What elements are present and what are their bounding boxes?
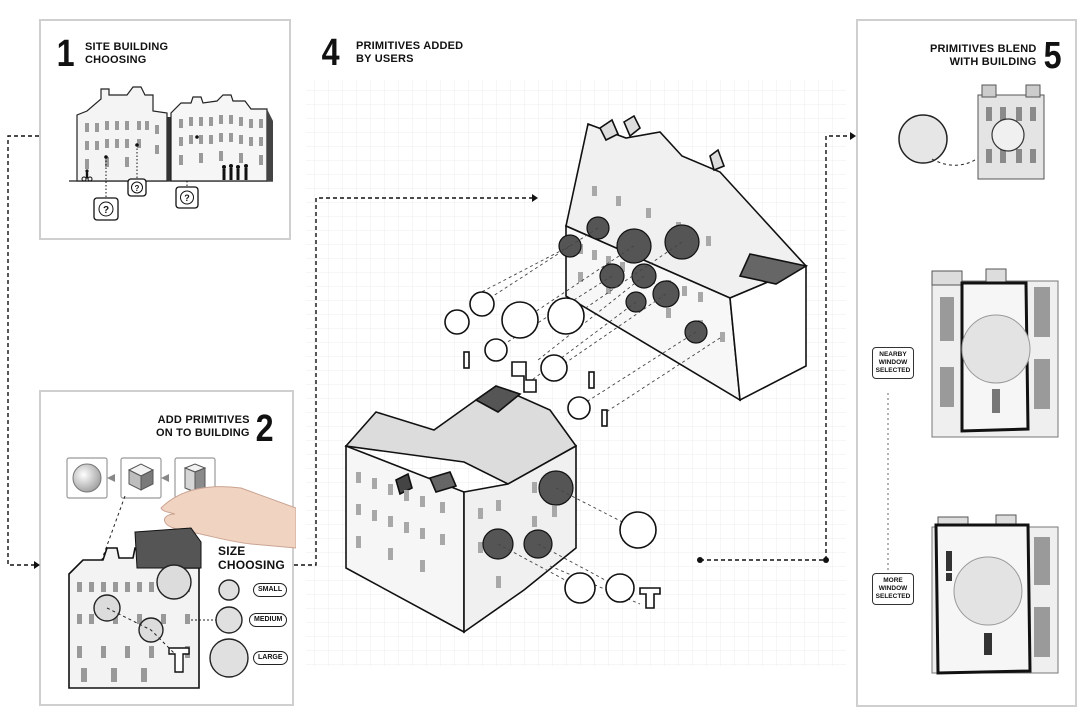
- note-more-line1: MORE: [883, 577, 903, 584]
- step-5-title-line2: WITH BUILDING: [949, 56, 1037, 68]
- blended-sphere-2: [953, 556, 1023, 626]
- step-1-title: SITE BUILDING CHOOSING: [85, 41, 168, 67]
- step-5-title: PRIMITIVES BLEND WITH BUILDING: [930, 43, 1037, 69]
- question-mark-2: ?: [135, 184, 140, 193]
- question-mark-1: ?: [103, 205, 109, 216]
- primitive-selection-illustration: [66, 457, 296, 689]
- note-nearby-line3: SELECTED: [875, 367, 911, 374]
- step-2-title-line2: ON TO BUILDING: [156, 427, 250, 439]
- size-medium-circle: [215, 606, 243, 634]
- sphere-primitive: [72, 463, 102, 493]
- step-4-title: PRIMITIVES ADDED BY USERS: [356, 40, 463, 66]
- primitives-added-illustration: [306, 80, 846, 666]
- step-4-title-line2: BY USERS: [356, 53, 414, 65]
- street-facade-illustration: ? ? ?: [69, 86, 273, 221]
- step-2-title-line1: ADD PRIMITIVES: [157, 414, 250, 426]
- note-more-line2: WINDOW: [878, 585, 908, 592]
- note-more-window-selected: MORE WINDOW SELECTED: [872, 573, 914, 605]
- size-choosing-line2: CHOOSING: [218, 558, 285, 572]
- note-nearby-window-selected: NEARBY WINDOW SELECTED: [872, 347, 914, 379]
- note-nearby-line2: WINDOW: [878, 359, 908, 366]
- step-number-2: 2: [255, 408, 274, 450]
- question-marker-icons: [93, 178, 199, 221]
- step-1-title-line2: CHOOSING: [85, 54, 147, 66]
- step-1-title-line1: SITE BUILDING: [85, 41, 169, 53]
- blend-sequence-illustration: [884, 84, 1059, 675]
- size-small-circle: [218, 579, 240, 601]
- step-number-1: 1: [56, 33, 75, 75]
- size-option-small[interactable]: SMALL: [253, 583, 288, 597]
- question-mark-3: ?: [184, 193, 190, 203]
- step-5-title-line1: PRIMITIVES BLEND: [930, 43, 1037, 55]
- size-option-large[interactable]: LARGE: [253, 651, 288, 665]
- panel-site-building-choosing: 1 SITE BUILDING CHOOSING: [39, 19, 291, 240]
- primitive-sphere: [898, 114, 948, 164]
- panel-primitives-blend: PRIMITIVES BLEND WITH BUILDING 5: [856, 19, 1077, 707]
- step-number-5: 5: [1043, 35, 1062, 77]
- size-choosing-title: SIZE CHOOSING: [218, 544, 285, 572]
- note-more-line3: SELECTED: [875, 593, 911, 600]
- step-number-4: 4: [321, 32, 340, 74]
- blended-sphere-1: [961, 314, 1031, 384]
- step-2-title: ADD PRIMITIVES ON TO BUILDING: [156, 414, 250, 440]
- placed-primitive-large: [156, 564, 192, 600]
- step-4-title-line1: PRIMITIVES ADDED: [356, 40, 464, 52]
- size-large-circle: [209, 638, 249, 678]
- panel-add-primitives: ADD PRIMITIVES ON TO BUILDING 2: [39, 390, 296, 706]
- size-option-medium[interactable]: MEDIUM: [249, 613, 288, 627]
- note-nearby-line1: NEARBY: [879, 351, 907, 358]
- size-choosing-line1: SIZE: [218, 544, 246, 558]
